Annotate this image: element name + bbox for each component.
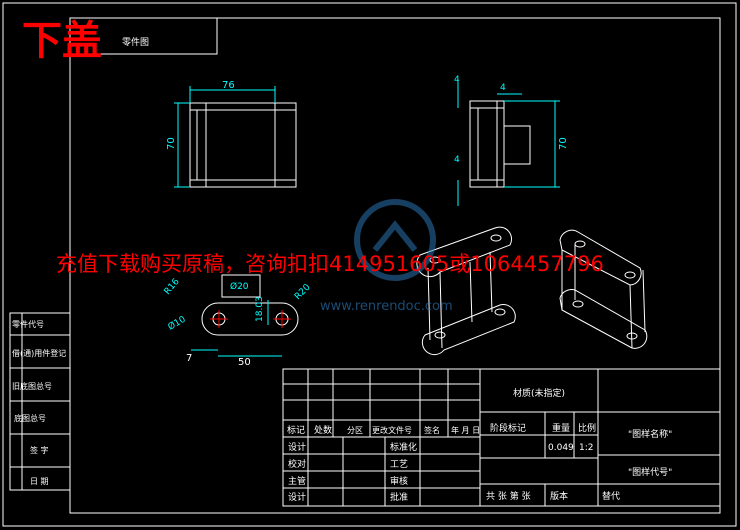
tb-version: 版本 (550, 490, 568, 502)
tb-total: 共 张 第 张 (486, 490, 531, 502)
left-cell-0: 零件代号 (12, 319, 44, 329)
front-section (191, 274, 299, 357)
tb-design: 设计 (288, 441, 306, 453)
dim-v18: 18.03 (255, 296, 265, 322)
watermark-logo (354, 199, 436, 281)
dim-top-width: 76 (222, 80, 235, 91)
tb-supervisor: 主管 (288, 475, 306, 487)
top-view (174, 86, 297, 188)
left-record-table (9, 312, 71, 491)
dim-r20: R20 (293, 282, 313, 302)
tb-designer2: 设计 (288, 491, 306, 503)
dim-right-top: 4 (454, 75, 460, 85)
title-small: 零件图 (122, 36, 149, 48)
tb-drawing-name: "图样名称" (628, 428, 672, 440)
tb-zone: 分区 (347, 426, 363, 435)
inner-border (69, 17, 721, 514)
dim-d10: Ø10 (166, 314, 188, 333)
dim-d20: Ø20 (230, 281, 249, 292)
dim-r16: R16 (163, 277, 182, 297)
dim-right-small: 4 (500, 83, 506, 93)
tb-drawing-code: "图样代号" (628, 466, 672, 478)
tb-weight: 0.049 (548, 443, 574, 453)
title-big: 下盖 (22, 18, 102, 64)
tb-mark: 标记 (287, 424, 305, 436)
tb-count: 处数 (314, 424, 332, 436)
tb-process: 工艺 (390, 459, 408, 470)
tb-change-doc: 更改文件号 (372, 425, 412, 435)
left-cell-5: 日 期 (30, 477, 49, 486)
dim-left-height: 70 (166, 137, 177, 150)
left-cell-2: 旧底图总号 (12, 381, 52, 391)
watermark-notice: 充值下载购买原稿，咨询扣扣414951605或1064457796 (56, 252, 604, 276)
tb-material: 材质(未指定) (513, 387, 565, 399)
left-cell-1: 借(通)用件登记 (12, 348, 66, 358)
tb-standard: 标准化 (390, 441, 417, 453)
tb-scale-label: 比例 (578, 422, 596, 434)
left-cell-3: 底图总号 (14, 413, 46, 423)
dim-right-mid: 4 (454, 155, 460, 165)
tb-date: 年 月 日 (451, 425, 480, 435)
watermark-site: www.renrendoc.com (320, 299, 453, 314)
side-view (457, 82, 560, 206)
tb-replace: 替代 (602, 490, 620, 502)
tb-check: 校对 (288, 458, 306, 470)
tb-sign: 签名 (424, 425, 440, 435)
dim-b7: 7 (186, 353, 192, 364)
tb-scale: 1:2 (579, 443, 593, 453)
dim-right-height: 70 (558, 137, 569, 150)
tb-stage-label: 阶段标记 (490, 422, 526, 434)
isometric-view-2 (559, 229, 648, 349)
dim-b50: 50 (238, 357, 251, 368)
left-cell-4: 签 字 (30, 445, 49, 455)
isometric-view-1 (416, 226, 516, 356)
tb-approve: 批准 (390, 491, 408, 503)
header-box (69, 17, 218, 55)
title-block (282, 368, 721, 507)
tb-weight-label: 重量 (552, 422, 570, 434)
tb-review: 审核 (390, 475, 408, 487)
